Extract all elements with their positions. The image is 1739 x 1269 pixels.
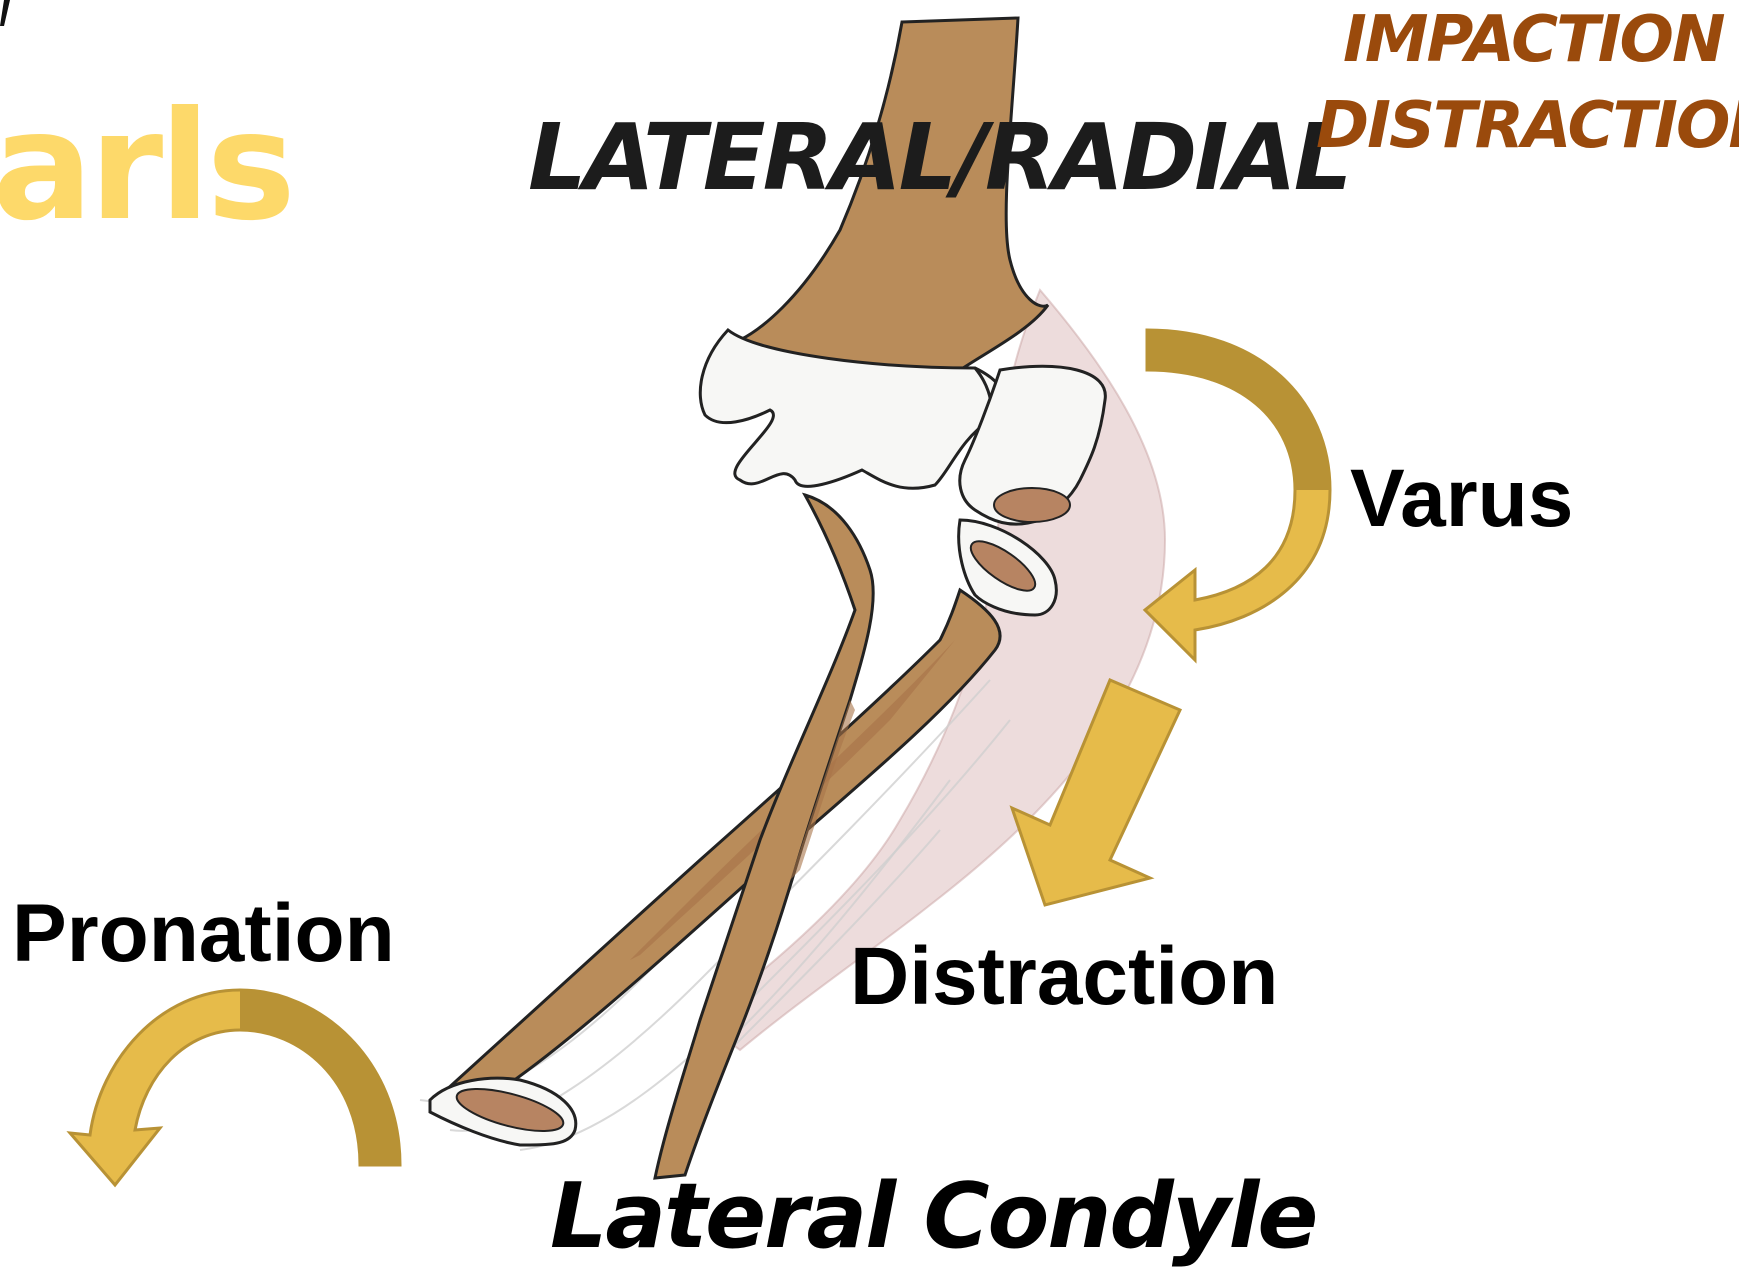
pronation-arrow-icon [70,990,400,1185]
pronation-label: Pronation [12,893,395,975]
lateral-condyle-label: Lateral Condyle [550,1172,1316,1262]
lateral-radial-heading: LATERAL/RADIAL [528,112,1349,204]
edge-mark [0,0,10,26]
pearls-title: arls [0,92,292,242]
ulna [655,495,873,1178]
varus-arrow-icon [1145,330,1330,660]
ulna-articular-facet [994,488,1070,522]
impaction-label: IMPACTION [1343,8,1724,72]
varus-label: Varus [1350,458,1573,540]
distraction-header-label: DISTRACTION [1316,94,1739,158]
distraction-label: Distraction [850,936,1278,1018]
